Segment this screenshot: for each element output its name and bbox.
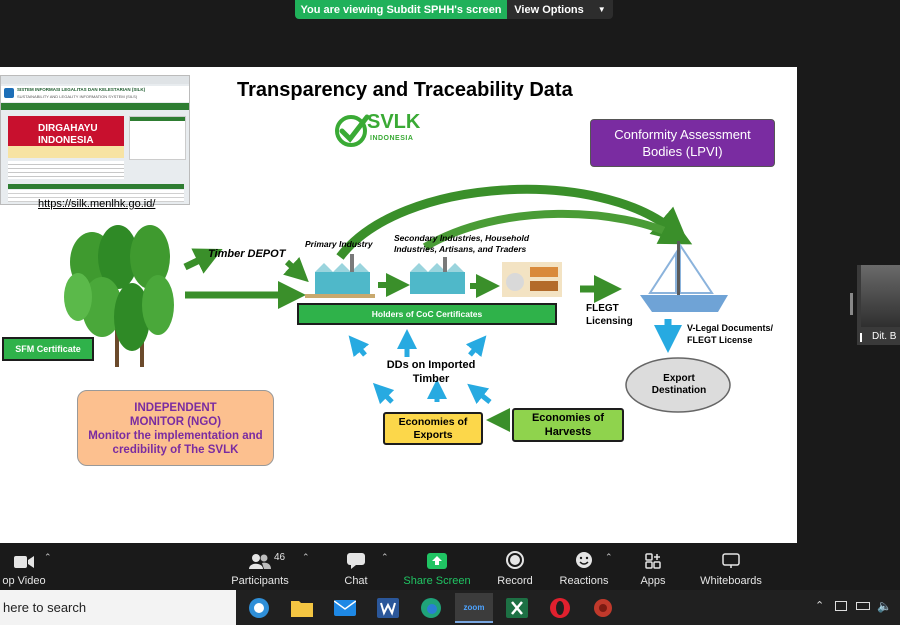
share-screen-icon: [427, 553, 447, 569]
reactions-options-caret[interactable]: ⌃: [605, 552, 613, 562]
whiteboards-button[interactable]: Whiteboards: [698, 543, 764, 590]
participants-options-caret[interactable]: ⌃: [302, 552, 310, 562]
search-placeholder: here to search: [3, 600, 87, 615]
word-icon[interactable]: [369, 593, 407, 623]
video-options-caret[interactable]: ⌃: [44, 552, 52, 562]
edge-browser-icon[interactable]: [240, 593, 278, 623]
chat-button[interactable]: Chat: [336, 543, 376, 590]
whiteboards-label: Whiteboards: [700, 575, 762, 587]
apps-label: Apps: [640, 575, 666, 587]
website-title: SISTEM INFORMASI LEGALITAS DAN KELESTARI…: [17, 87, 146, 92]
svlk-logo-text: SVLK: [367, 111, 421, 133]
website-footer-bar: [8, 184, 184, 189]
meeting-toolbar: op Video ⌃ Participants 46 ⌃ Chat ⌃ Shar…: [0, 543, 900, 590]
primary-industry-icon: [305, 254, 375, 298]
website-subtitle: SUSTAINABILITY AND LEGALITY INFORMATION …: [17, 94, 138, 99]
windows-taskbar: here to search zoom ⌃ 🔈: [0, 590, 900, 625]
hero-line1: DIRGAHAYU: [38, 123, 98, 134]
record-button[interactable]: Record: [493, 543, 537, 590]
volume-icon[interactable]: 🔈: [877, 599, 892, 613]
economies-exports-box: Economies of Exports: [383, 412, 483, 445]
website-text-block: [8, 161, 124, 179]
apps-button[interactable]: Apps: [636, 543, 670, 590]
website-header: SISTEM INFORMASI LEGALITAS DAN KELESTARI…: [1, 86, 189, 102]
app-settings-icon[interactable]: [584, 593, 622, 623]
participant-video-tile[interactable]: Dit. B: [857, 265, 900, 345]
chat-label: Chat: [344, 575, 368, 587]
opera-icon[interactable]: [541, 593, 579, 623]
record-label: Record: [497, 575, 533, 587]
website-news-panel: [129, 116, 186, 160]
chat-icon: [347, 553, 365, 569]
screen-share-banner: You are viewing Subdit SPHH's screen Vie…: [295, 0, 613, 19]
sfm-certificate-box: SFM Certificate: [2, 337, 94, 361]
coc-holders-bar: Holders of CoC Certificates: [297, 303, 557, 325]
v-legal-label: V-Legal Documents/ FLEGT License: [687, 323, 774, 345]
reactions-icon: [576, 552, 592, 568]
chevron-down-icon: ▼: [597, 5, 606, 14]
website-screenshot: SISTEM INFORMASI LEGALITAS DAN KELESTARI…: [0, 75, 190, 205]
svlk-check-icon: [335, 114, 370, 147]
timber-depot-label: Timber DEPOT: [208, 248, 286, 260]
whiteboard-icon: [722, 553, 740, 568]
secondary-industries-label: Secondary Industries, Household Industri…: [394, 233, 530, 254]
participant-video: [861, 265, 900, 327]
zoom-app-label: zoom: [463, 602, 485, 612]
slide-title: Transparency and Traceability Data: [237, 79, 573, 101]
view-options-label: View Options: [514, 3, 584, 16]
network-icon[interactable]: [835, 601, 847, 611]
video-camera-icon: [14, 556, 34, 568]
battery-icon[interactable]: [856, 602, 870, 610]
mail-icon[interactable]: [326, 593, 364, 623]
participants-button[interactable]: Participants: [228, 543, 292, 590]
participants-label: Participants: [231, 575, 289, 587]
participants-icon: [249, 554, 271, 569]
taskbar-search-box[interactable]: here to search: [0, 590, 236, 625]
file-explorer-icon[interactable]: [283, 593, 321, 623]
tile-resize-handle[interactable]: [850, 293, 853, 315]
reactions-button[interactable]: Reactions: [556, 543, 612, 590]
participants-count: 46: [274, 552, 286, 563]
view-options-button[interactable]: View Options ▼: [507, 0, 613, 19]
apps-icon: [645, 553, 661, 569]
forest-icon: [64, 225, 174, 367]
shared-slide: SISTEM INFORMASI LEGALITAS DAN KELESTARI…: [0, 67, 797, 543]
participant-name: Dit. B: [872, 331, 897, 342]
silk-logo-icon: [4, 88, 14, 98]
export-destination-shape: [625, 357, 731, 413]
traders-icon: [502, 262, 562, 297]
svlk-logo: SVLK INDONESIA: [334, 109, 429, 157]
sharing-status-text: You are viewing Subdit SPHH's screen: [295, 0, 507, 19]
hero-line2: INDONESIA: [38, 135, 94, 146]
economies-harvests-box: Economies of Harvests: [512, 408, 624, 442]
website-nav: [1, 103, 189, 110]
secondary-industry-icon: [410, 257, 465, 294]
zoom-app-icon[interactable]: zoom: [455, 593, 493, 623]
primary-industry-label: Primary Industry: [305, 239, 373, 249]
share-screen-button[interactable]: Share Screen: [402, 543, 472, 590]
record-icon: [506, 551, 524, 569]
silk-url-link[interactable]: https://silk.menlhk.go.id/: [38, 198, 156, 210]
svlk-logo-subtext: INDONESIA: [370, 135, 414, 142]
flow-arrows: [64, 184, 731, 432]
dds-imported-label: DDs on Imported Timber: [386, 359, 476, 385]
export-destination-label: Export Destination: [651, 373, 707, 396]
signal-icon: [860, 333, 869, 342]
monitor-description: Monitor the implementation and credibili…: [88, 430, 263, 456]
share-screen-label: Share Screen: [403, 575, 471, 587]
chat-options-caret[interactable]: ⌃: [381, 552, 389, 562]
edge-icon[interactable]: [412, 593, 450, 623]
flegt-licensing-label: FLEGT Licensing: [586, 303, 633, 327]
website-hero-banner: DIRGAHAYU INDONESIA: [8, 116, 124, 158]
ship-icon: [640, 241, 728, 312]
independent-monitor-box: INDEPENDENT MONITOR (NGO) Monitor the im…: [77, 390, 274, 466]
stop-video-label: op Video: [2, 575, 46, 587]
lpvi-box: Conformity Assessment Bodies (LPVI): [590, 119, 775, 167]
excel-icon[interactable]: [498, 593, 536, 623]
stop-video-button[interactable]: op Video: [0, 543, 48, 590]
reactions-label: Reactions: [559, 575, 609, 587]
show-hidden-icons-chevron[interactable]: ⌃: [815, 600, 825, 612]
monitor-title: INDEPENDENT MONITOR (NGO): [129, 402, 222, 428]
